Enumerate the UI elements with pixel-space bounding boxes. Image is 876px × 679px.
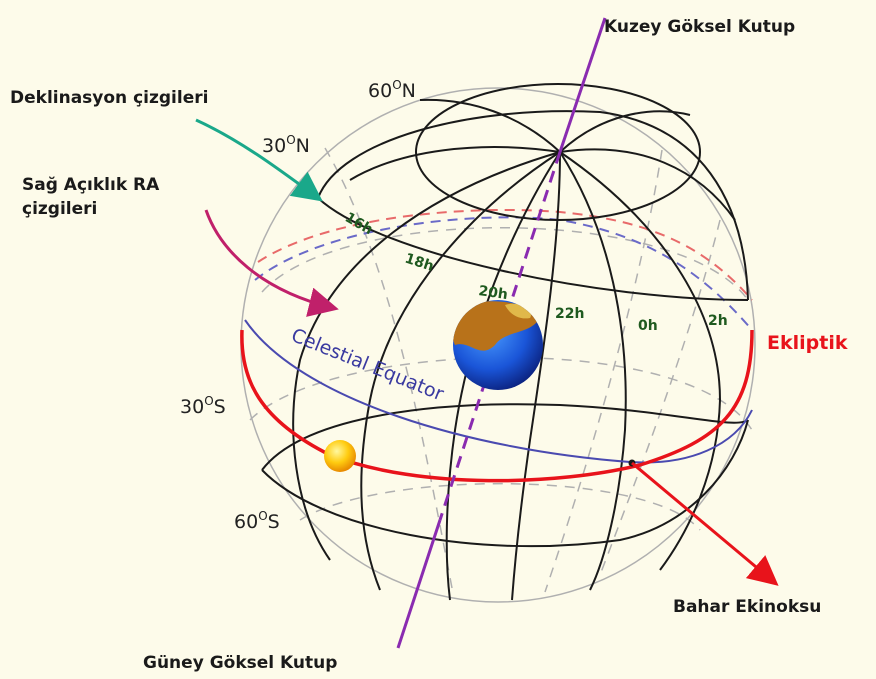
- axis-south-segment: [396, 519, 442, 649]
- ecliptic-label: Ekliptik: [767, 332, 848, 354]
- latitude-60n-label: 60ON: [368, 78, 416, 102]
- sun-icon: [324, 440, 356, 472]
- south-pole-label: Güney Göksel Kutup: [143, 653, 337, 673]
- axis-hidden-segment: [438, 151, 562, 521]
- ra-callout-arrow: [204, 209, 339, 317]
- ra-lines-label-line1: Sağ Açıklık RA: [22, 175, 160, 195]
- ra-label-20h: 20h: [477, 283, 508, 303]
- latitude-60s-label: 60OS: [234, 509, 280, 533]
- ra-label-16h: 16h: [342, 210, 376, 239]
- axis-north-segment: [558, 17, 607, 153]
- ra-label-0h: 0h: [638, 318, 658, 334]
- ra-label-2h: 2h: [708, 313, 728, 329]
- vernal-equinox-arrow: [631, 461, 779, 586]
- north-pole-label: Kuzey Göksel Kutup: [604, 17, 795, 37]
- ra-hour-labels: 16h 18h 20h 22h 0h 2h: [342, 210, 728, 334]
- celestial-equator: [244, 319, 753, 464]
- ra-label-22h: 22h: [555, 306, 584, 322]
- ra-label-18h: 18h: [403, 251, 436, 275]
- vernal-equinox-label: Bahar Ekinoksu: [673, 597, 821, 617]
- latitude-30s-label: 30OS: [180, 394, 226, 418]
- declination-callout-arrow: [195, 118, 323, 202]
- ecliptic-line: [240, 329, 754, 483]
- ra-lines-label-line2: çizgileri: [22, 199, 97, 219]
- declination-lines-label: Deklinasyon çizgileri: [10, 88, 208, 108]
- ra-meridians: [292, 98, 736, 601]
- celestial-equator-label: Celestial Equator: [288, 324, 447, 405]
- latitude-30n-label: 30ON: [262, 133, 310, 157]
